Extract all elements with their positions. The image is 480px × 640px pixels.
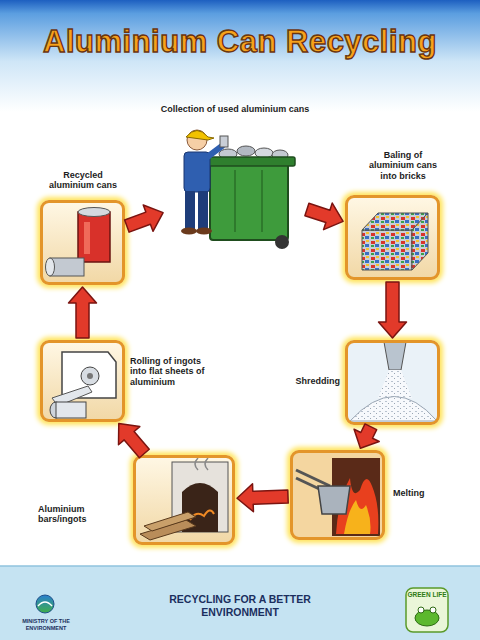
person-cap bbox=[186, 131, 214, 141]
crucible bbox=[318, 486, 350, 514]
logo-text: GREEN LIFE bbox=[404, 591, 450, 599]
roller bbox=[81, 367, 99, 385]
lying-can bbox=[50, 258, 84, 276]
step-caption: Aluminium bars/ingots bbox=[38, 504, 100, 525]
header-band bbox=[0, 0, 480, 112]
person-shoe bbox=[181, 228, 197, 235]
shred-stream bbox=[378, 370, 412, 398]
frog-eye bbox=[430, 607, 436, 613]
process-box: Shredding bbox=[345, 340, 440, 425]
step-caption: Baling of aluminium cans into bricks bbox=[362, 150, 444, 181]
sheet-roll bbox=[56, 402, 86, 418]
process-box: Collection of used aluminium cans bbox=[165, 122, 305, 250]
poster-title: Aluminium Can Recycling bbox=[0, 24, 480, 60]
smoke bbox=[195, 458, 208, 470]
step-panel bbox=[40, 340, 125, 422]
step-panel bbox=[345, 340, 440, 425]
step-caption: Shredding bbox=[280, 376, 340, 386]
can-top bbox=[78, 208, 110, 217]
roller-axle bbox=[87, 373, 93, 379]
person-shoe bbox=[196, 228, 212, 235]
ministry-logo bbox=[38, 602, 52, 606]
step-panel bbox=[40, 200, 125, 285]
flow-arrow bbox=[237, 484, 288, 512]
lying-can-end bbox=[46, 258, 55, 276]
can-shine bbox=[84, 222, 90, 254]
bin-wheel bbox=[275, 235, 289, 249]
flow-arrow bbox=[379, 282, 407, 338]
step-caption: Rolling of ingots into flat sheets of al… bbox=[130, 356, 214, 387]
process-box: Melting bbox=[290, 450, 385, 540]
flow-arrow bbox=[125, 205, 164, 232]
step-caption: Recycled aluminium cans bbox=[45, 170, 121, 191]
shred-pile bbox=[350, 397, 437, 422]
step-panel bbox=[133, 455, 235, 545]
person-arm bbox=[206, 146, 222, 158]
bin-lid bbox=[205, 157, 295, 166]
can-bale bbox=[412, 213, 428, 270]
bin-detail bbox=[234, 170, 236, 232]
person-leg bbox=[185, 191, 195, 229]
wheelie-bin bbox=[210, 160, 288, 240]
frog-eye bbox=[418, 607, 424, 613]
can bbox=[237, 146, 255, 156]
step-caption: Collection of used aluminium cans bbox=[150, 104, 320, 114]
flow-arrow bbox=[119, 424, 150, 458]
can-bale bbox=[362, 230, 412, 270]
flow-arrow bbox=[354, 424, 379, 448]
step-panel bbox=[290, 450, 385, 540]
logo-text: MINISTRY OF THE ENVIRONMENT bbox=[4, 618, 88, 631]
footer-rule bbox=[0, 565, 480, 567]
process-box: Rolling of ingots into flat sheets of al… bbox=[40, 340, 125, 422]
process-box: Aluminium bars/ingots bbox=[133, 455, 235, 545]
process-box: Recycled aluminium cans bbox=[40, 200, 125, 285]
tongs bbox=[296, 470, 330, 486]
shredder-chute bbox=[384, 342, 406, 370]
step-panel bbox=[345, 195, 440, 280]
person-leg bbox=[198, 191, 208, 229]
flow-arrow bbox=[305, 203, 343, 230]
flow-arrow bbox=[69, 287, 97, 338]
footer-band bbox=[0, 566, 480, 640]
bin-detail bbox=[261, 170, 263, 232]
step-caption: Melting bbox=[393, 488, 448, 498]
slogan: RECYCLING FOR A BETTER ENVIRONMENT bbox=[165, 593, 315, 618]
can bbox=[220, 136, 228, 147]
red-can bbox=[78, 212, 110, 262]
ingot-bar bbox=[144, 512, 196, 531]
ministry-logo bbox=[36, 595, 54, 613]
process-box: Baling of aluminium cans into bricks bbox=[345, 195, 440, 280]
